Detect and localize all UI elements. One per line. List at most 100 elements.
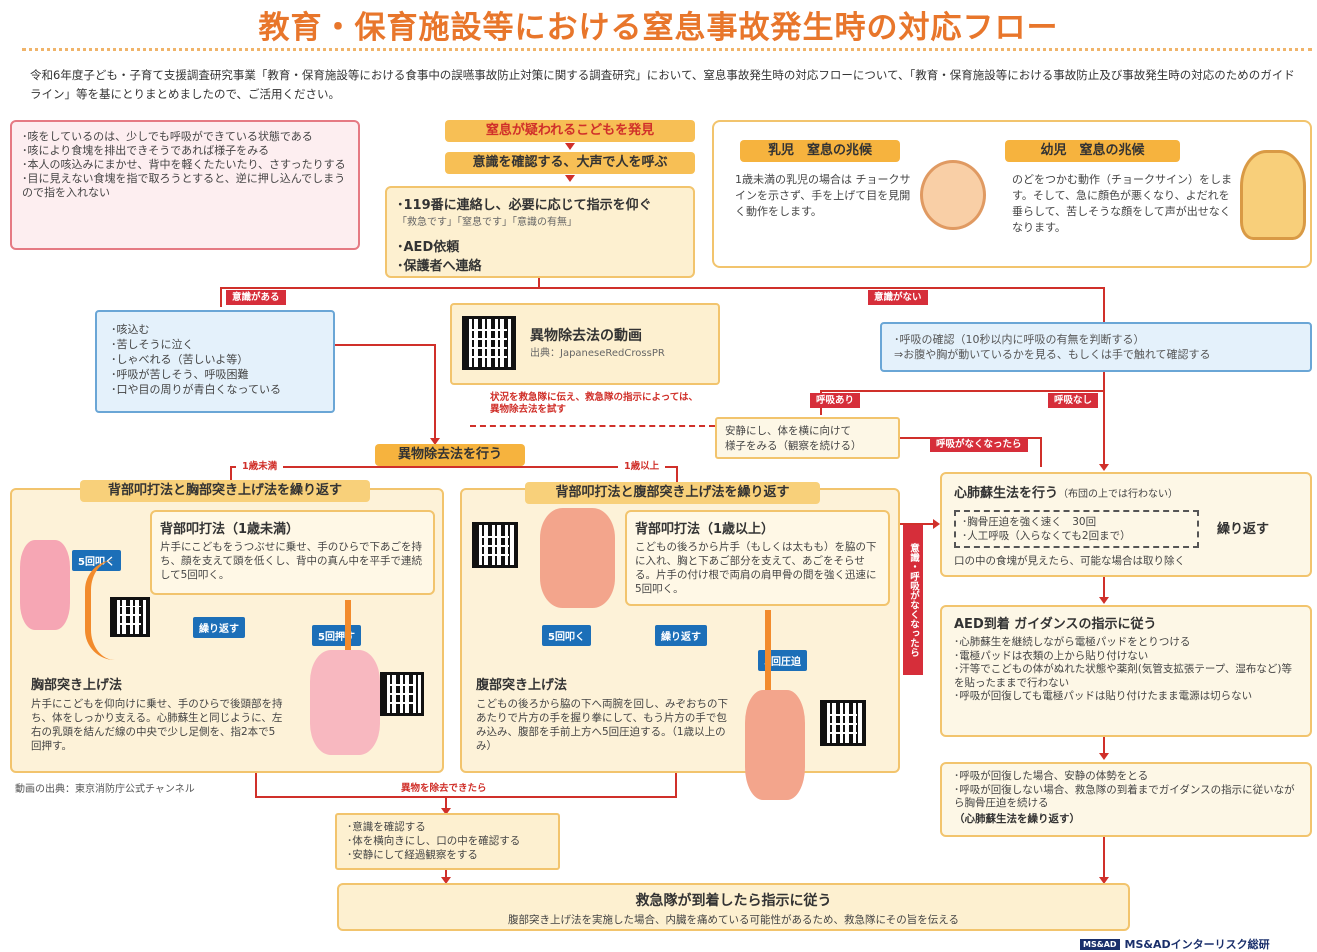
qr-code[interactable] (462, 316, 516, 370)
infant-back-box: 背部叩打法（1歳未満） 片手にこどもをうつぶせに乗せ、手のひらで下あごを持ち、顔… (150, 510, 435, 595)
final-title: 救急隊が到着したら指示に従う (635, 893, 832, 909)
recovery-text: ･呼吸が回復した場合、安静の体勢をとる ･呼吸が回復しない場合、救急隊の到着まで… (954, 770, 1295, 809)
footer-logo: MS&AD MS&ADインターリスク総研 (1080, 936, 1270, 952)
dashed-link (470, 425, 715, 427)
infant-chest-illustration (310, 650, 380, 755)
qr-code-infant-back[interactable] (110, 597, 150, 637)
line-to-cpr (900, 523, 935, 525)
line-removed (255, 796, 677, 798)
cpr-mouth-check: 口の中の食塊が見えたら、可能な場合は取り除く (954, 555, 1185, 567)
step-emergency-call: ･119番に連絡し、必要に応じて指示を仰ぐ 「救急です」「窒息です」「意識の有無… (385, 186, 695, 278)
infant-chest-text: 片手にこどもを仰向けに乗せ、手のひらで後頭部を持ち、体をしっかり支える。心肺蘇生… (31, 698, 283, 752)
child-tag-repeat: 繰り返す (655, 625, 707, 646)
arrow-down (1099, 597, 1109, 604)
infant-signs-text: 1歳未満の乳児の場合は チョークサインを示さず、手を上げて目を見開く動作をします… (735, 173, 911, 218)
cpr-repeat: 繰り返す (1217, 522, 1270, 537)
child-abd-box: 腹部突き上げ法 こどもの後ろから脇の下へ両腕を回し、みぞおちの下あたりで片方の手… (470, 670, 735, 765)
infant-chest-box: 胸部突き上げ法 片手にこどもを仰向けに乗せ、手のひらで後頭部を持ち、体をしっかり… (25, 670, 290, 765)
line-symptoms (335, 344, 435, 346)
line-left-down (220, 287, 222, 307)
infant-chest-title: 胸部突き上げ法 (31, 678, 123, 693)
line-right-down (1103, 287, 1105, 322)
line-no-breathing (1103, 372, 1105, 468)
infant-panel-title: 背部叩打法と胸部突き上げ法を繰り返す (80, 480, 370, 502)
intro-text: 令和6年度子ども・子育て支援調査研究事業「教育・保育施設等における食事中の誤嚥事… (30, 68, 1295, 101)
line-after-final (445, 870, 447, 880)
infant-illustration (920, 160, 986, 230)
qr-code-child-back[interactable] (472, 522, 518, 568)
toddler-signs-text: のどをつかむ動作（チョークサイン）をします。そして、急に顔色が悪くなり、よだれを… (1012, 173, 1232, 234)
toddler-illustration (1240, 150, 1306, 240)
line-breathing-stopped-down (1040, 437, 1042, 467)
child-abd-title: 腹部突き上げ法 (476, 678, 568, 693)
child-abd-illustration (745, 690, 805, 800)
infant-back-text: 片手にこどもをうつぶせに乗せ、手のひらで下あごを持ち、顔を支えて頭を低くし、背中… (160, 541, 422, 581)
arrow-down (1099, 877, 1109, 884)
guardian-contact: ･保護者へ連絡 (397, 259, 482, 274)
child-panel-title: 背部叩打法と腹部突き上げ法を繰り返す (525, 482, 820, 504)
cycle-arrow-right (345, 600, 351, 660)
after-removal-box: ･意識を確認する ･体を横向きにし、口の中を確認する ･安静にして経過観察をする (335, 813, 560, 870)
logo-badge: MS&AD (1080, 938, 1120, 950)
call-phrases: 「救急です」「窒息です」「意識の有無」 (397, 217, 577, 228)
arrow-down (441, 877, 451, 884)
page-title: 教育・保育施設等における窒息事故発生時の対応フロー (258, 10, 1059, 46)
toddler-signs-title: 幼児 窒息の兆候 (1005, 140, 1180, 162)
symptoms-box: ･咳込む ･苦しそうに泣く ･しゃべれる（苦しいよ等） ･呼吸が苦しそう、呼吸困… (95, 310, 335, 413)
cycle-arrow-left (85, 560, 115, 660)
rest-note: 安静にし、体を横に向けて 様子をみる（観察を続ける） (715, 417, 900, 459)
qr-code-infant-chest[interactable] (380, 672, 424, 716)
arrow-right (933, 519, 940, 529)
line-removed-right (675, 773, 677, 797)
tag-unconscious: 意識がない (868, 290, 928, 305)
step-call-for-help: 意識を確認する、大声で人を呼ぶ (445, 152, 695, 174)
instruction-note: 状況を救急隊に伝え、救急隊の指示によっては、異物除去法を試す (490, 392, 699, 415)
line-under1 (230, 466, 232, 482)
arrow-down (430, 438, 440, 445)
aed-title: AED到着 ガイダンスの指示に従う (954, 617, 1157, 632)
line-removed-left (255, 773, 257, 797)
infant-tag-repeat: 繰り返す (193, 617, 245, 638)
recovery-box: ･呼吸が回復した場合、安静の体勢をとる ･呼吸が回復しない場合、救急隊の到着まで… (940, 762, 1312, 837)
removal-label: 異物除去法を行う (375, 444, 525, 466)
breathing-check: ･呼吸の確認（10秒以内に呼吸の有無を判断する） ⇒お腹や胸が動いているかを見る… (880, 322, 1312, 372)
infant-back-title: 背部叩打法（1歳未満） (160, 522, 300, 537)
line-over1 (676, 466, 678, 482)
line-recovery-final (1103, 837, 1105, 879)
child-back-box: 背部叩打法（1歳以上） こどもの後ろから片手（もしくは太もも）を脇の下に入れ、胸… (625, 510, 890, 606)
title-divider (22, 48, 1312, 51)
final-box: 救急隊が到着したら指示に従う 腹部突き上げ法を実施した場合、内臓を痛めている可能… (337, 883, 1130, 931)
aed-instructions: ･心肺蘇生を継続しながら電極パッドをとりつける ･電極パッドは衣類の上から貼り付… (954, 636, 1292, 702)
line-symptoms-down (434, 344, 436, 440)
arrow-down (565, 175, 575, 182)
infant-back-illustration (20, 540, 70, 630)
tag-vertical: 意識・呼吸がなくなったら (903, 525, 923, 675)
cpr-title: 心肺蘇生法を行う (954, 486, 1059, 501)
cpr-box: 心肺蘇生法を行う（布団の上では行わない） ･胸骨圧迫を強く速く 30回 ･人工呼… (940, 472, 1312, 577)
child-tag-hit: 5回叩く (542, 625, 591, 646)
tag-under1: 1歳未満 (236, 459, 284, 474)
child-back-text: こどもの後ろから片手（もしくは太もも）を脇の下に入れ、胸と下あご部分を支えて、あ… (635, 541, 877, 595)
call-119: ･119番に連絡し、必要に応じて指示を仰ぐ (397, 198, 652, 213)
tag-breathing-yes: 呼吸あり (810, 393, 861, 408)
tag-conscious: 意識がある (226, 290, 286, 305)
arrow-down (1099, 464, 1109, 471)
tag-over1: 1歳以上 (618, 459, 666, 474)
aed-request: ･AED依頼 (397, 240, 460, 255)
cough-note: ･咳をしているのは、少しでも呼吸ができている状態である ･咳により食塊を排出でき… (10, 120, 360, 250)
tag-breathing-stopped: 呼吸がなくなったら (930, 437, 1028, 452)
line-removed-down (445, 796, 447, 810)
line-removal-split (230, 466, 678, 468)
video-source: 出典：JapaneseRedCrossPR (530, 348, 665, 359)
cycle-arrow-child (765, 610, 771, 700)
tag-breathing-no: 呼吸なし (1048, 393, 1099, 408)
qr-code-child-abd[interactable] (820, 700, 866, 746)
arrow-down (441, 808, 451, 815)
line-breathing-split (820, 390, 1104, 392)
line-cpr-aed (1103, 577, 1105, 599)
step-discover: 窒息が疑われるこどもを発見 (445, 120, 695, 142)
child-abd-text: こどもの後ろから脇の下へ両腕を回し、みぞおちの下あたりで片方の手を握り拳にして、… (476, 698, 728, 752)
aed-box: AED到着 ガイダンスの指示に従う ･心肺蘇生を継続しながら電極パッドをとりつけ… (940, 605, 1312, 737)
child-back-illustration (540, 508, 615, 608)
arrow-down (565, 143, 575, 150)
